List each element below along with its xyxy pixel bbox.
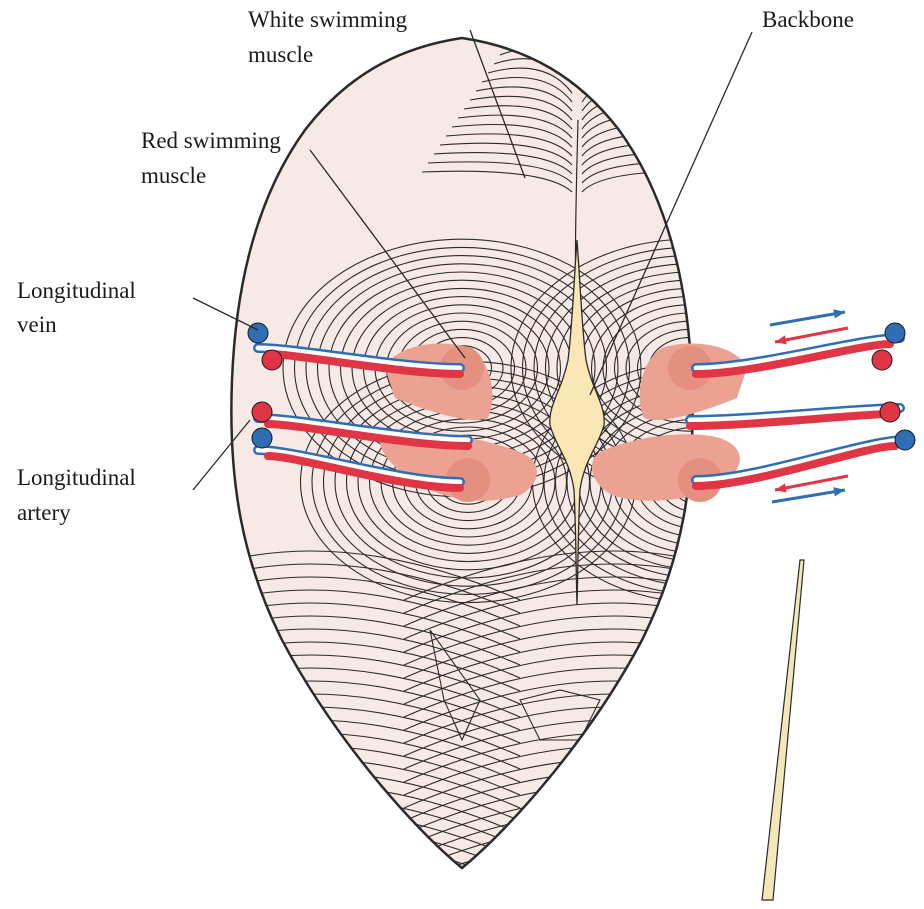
ventral-fin-ray	[573, 802, 587, 838]
label-longitudinal-vein: Longitudinal vein	[17, 278, 142, 337]
ventral-line-left	[230, 850, 520, 899]
flow-arrow-vein-upper	[770, 312, 845, 325]
vein-bulb	[885, 323, 905, 343]
dorsal-line-right	[582, 78, 668, 103]
vein-bulb	[252, 428, 272, 448]
flow-arrow-vein-upper-head	[833, 309, 845, 318]
artery-bulb	[262, 350, 282, 370]
vein-bulb	[895, 430, 915, 450]
flow-arrow-vein-lower	[772, 490, 845, 502]
artery-bulb	[252, 402, 272, 422]
dorsal-line-right	[582, 59, 656, 84]
flow-arrow-artery-upper	[775, 328, 848, 342]
artery-bulb	[872, 350, 892, 370]
label-white-swimming-muscle: White swimming muscle	[248, 7, 413, 67]
pointer-stick	[762, 560, 804, 900]
label-backbone: Backbone	[762, 7, 854, 32]
ventral-fin-ray	[552, 802, 566, 838]
dorsal-line-right	[582, 49, 650, 75]
flow-arrow-artery-lower	[775, 476, 848, 490]
label-red-swimming-muscle: Red swimming muscle	[141, 128, 287, 188]
ventral-line-right	[404, 850, 694, 899]
dorsal-line-right	[582, 68, 662, 93]
artery-bulb	[880, 402, 900, 422]
label-longitudinal-artery: Longitudinal artery	[17, 465, 142, 525]
